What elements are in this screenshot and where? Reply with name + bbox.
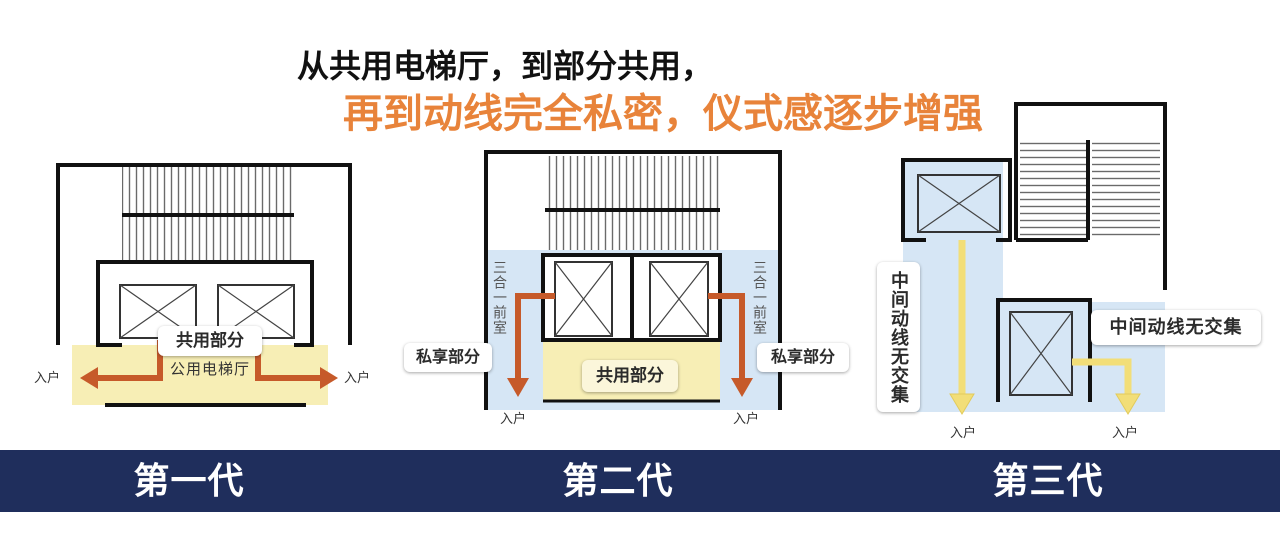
gen3-stair-treads-left: [1020, 140, 1086, 238]
gen2-entry-right: 入户: [733, 411, 760, 426]
gen3-stair-treads-right: [1092, 140, 1160, 238]
gen1-outer-wall: [56, 163, 352, 345]
gen2-front-room-right-label: 三合一前室: [752, 259, 768, 335]
gen1-entry-left: 入户: [34, 370, 61, 385]
gen2-label: 第二代: [562, 460, 674, 501]
gen2-private-right-label: 私享部分: [757, 343, 849, 372]
generation-footer-bar: 第一代 第二代 第三代: [0, 450, 1280, 512]
elevator-car-icon: [554, 261, 613, 337]
gen2-elevator-car-left-cross: [554, 261, 613, 337]
gen3-elevator-car-right-cross: [1009, 311, 1073, 396]
elevator-car-icon: [917, 174, 1001, 233]
gen3-elevator-shaft-left-wall: [901, 158, 1012, 242]
gen1-hall-label: 公用电梯厅: [169, 361, 250, 378]
gen2-entry-left: 入户: [500, 411, 527, 426]
gen1-label: 第一代: [133, 460, 245, 501]
gen3-flow-label-horizontal: 中间动线无交集: [1091, 310, 1261, 345]
gen2-flow-arrow-left-head: [507, 378, 529, 397]
gen3-entry-left: 入户: [950, 425, 977, 440]
gen2-common-label: 共用部分: [582, 360, 678, 392]
gen2-flow-arrow-left-shaft: [515, 293, 555, 380]
gen2-private-left-label: 私享部分: [404, 343, 492, 372]
arrow-icon: [1072, 358, 1141, 415]
title-line-1: 从共用电梯厅，到部分共用，: [297, 48, 714, 84]
elevator-car-icon: [1009, 311, 1073, 396]
gen2-flow-arrow-right-head: [731, 378, 753, 397]
gen3-plan: [901, 102, 1167, 415]
gen2-front-room-left-label: 三合一前室: [492, 259, 508, 335]
gen2-flow-arrow-right-shaft: [708, 293, 745, 380]
gen1-elevator-shaft-wall: [96, 260, 314, 347]
gen2-plan: [484, 150, 782, 410]
gen3-stair-wall: [1014, 102, 1167, 290]
arrow-icon: [507, 293, 555, 397]
gen2-outer-wall: [484, 150, 782, 410]
title-line-2: 再到动线完全私密，仪式感逐步增强: [343, 92, 983, 136]
elevator-car-icon: [649, 261, 709, 337]
gen3-flow-arrow-right-head: [1115, 393, 1141, 415]
arrow-icon: [949, 240, 975, 415]
gen2-stair-treads: [545, 156, 720, 250]
gen3-elevator-shaft-right-wall: [996, 298, 1092, 402]
gen1-flow-arrow-right-head: [320, 367, 338, 389]
gen1-common-label: 共用部分: [158, 326, 262, 356]
gen3-label: 第三代: [992, 460, 1104, 501]
gen2-elevator-car-right-cross: [649, 261, 709, 337]
gen3-flow-label-vertical: 中间动线无交集: [877, 262, 920, 412]
gen1-flow-arrow-left-head: [80, 367, 98, 389]
arrow-icon: [708, 293, 753, 397]
gen3-entry-right: 入户: [1112, 425, 1139, 440]
gen3-elevator-car-left-cross: [917, 174, 1001, 233]
gen1-entry-right: 入户: [344, 370, 371, 385]
gen3-flow-arrow-left-head: [949, 393, 975, 415]
gen3-flow-arrow-right-shaft: [1072, 358, 1132, 396]
